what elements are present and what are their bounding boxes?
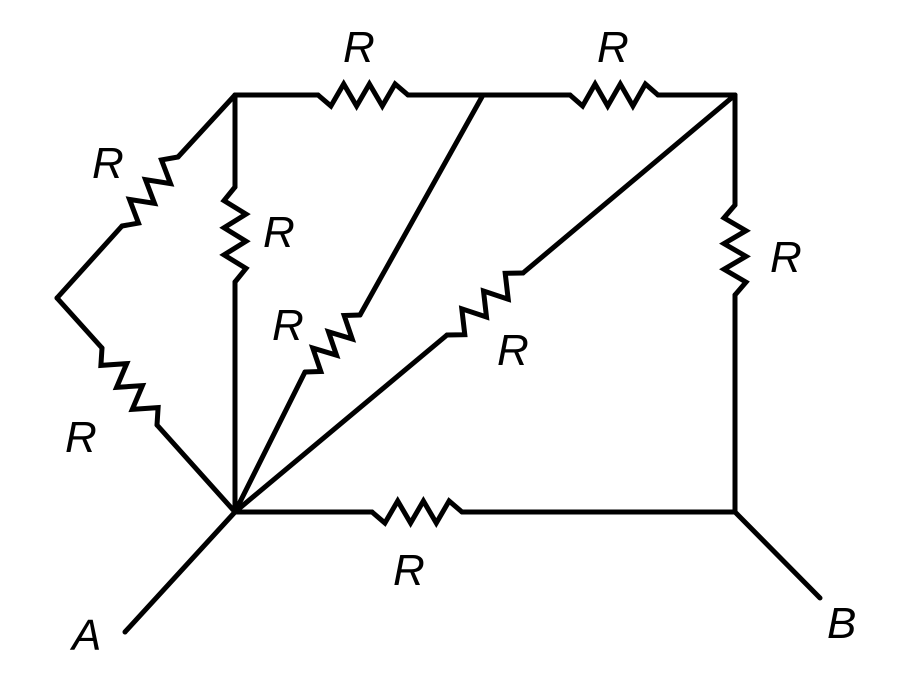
resistor-label-left-vertical: R	[263, 208, 295, 257]
resistor-top-right	[567, 78, 661, 112]
resistor-label-lower-left: R	[65, 413, 97, 462]
wire-left-lower-diagonal	[154, 422, 238, 515]
resistor-bottom	[369, 496, 465, 528]
resistor-top-left	[315, 79, 411, 111]
resistor-label-long-diagonal: R	[497, 326, 529, 375]
resistor-mid-diagonal	[302, 312, 363, 375]
wire-a-lead	[122, 509, 238, 635]
resistor-label-upper-left: R	[92, 139, 124, 188]
wire-b-lead	[732, 509, 823, 601]
resistor-label-mid-diagonal: R	[272, 301, 304, 350]
wire-far-left-lower	[54, 295, 105, 351]
resistor-right-vertical	[719, 202, 751, 298]
wire-mid-diagonal-upper	[357, 92, 486, 318]
resistor-label-bottom: R	[393, 546, 425, 595]
resistor-long-diagonal	[444, 270, 526, 338]
resistor-left-vertical	[219, 184, 251, 285]
resistor-label-top-right: R	[597, 23, 629, 72]
resistor-label-right-vertical: R	[770, 233, 802, 282]
wire-long-diagonal-lower	[232, 332, 450, 515]
wire-long-diagonal-upper	[520, 92, 738, 276]
terminal-label-a: A	[69, 611, 101, 660]
terminal-label-b: B	[827, 599, 856, 648]
wire-far-left-upper	[54, 223, 125, 301]
resistor-label-top-left: R	[343, 23, 375, 72]
resistor-upper-left	[119, 154, 181, 229]
wire-mid-diagonal-lower	[232, 369, 308, 515]
resistor-lower-left	[98, 345, 161, 428]
wire-top-left-diagonal	[175, 92, 238, 160]
